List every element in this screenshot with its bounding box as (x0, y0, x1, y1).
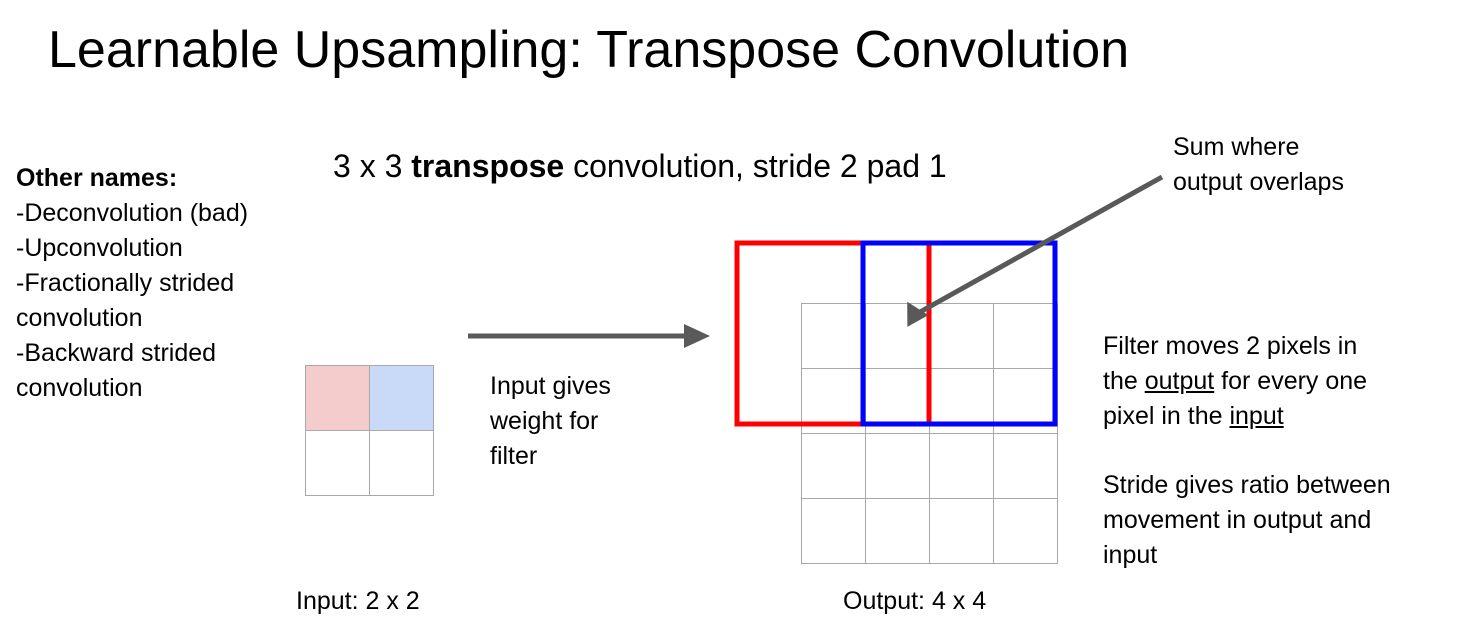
other-name-item: -Upconvolution (16, 234, 183, 262)
red-filter-box (734, 240, 932, 427)
note-line: movement in output and (1103, 506, 1372, 534)
stride-ratio-note: Stride gives ratio between movement in o… (1103, 468, 1391, 573)
other-name-item: convolution (16, 304, 143, 332)
input-grid-cell (305, 430, 370, 496)
filter-moves-note: Filter moves 2 pixels in the output for … (1103, 329, 1367, 434)
sum-overlap-note: Sum where output overlaps (1173, 130, 1344, 200)
subtitle-prefix: 3 x 3 (333, 148, 412, 184)
input-weight-note: Input gives weight for filter (490, 369, 611, 474)
note-line: filter (490, 442, 538, 470)
note-line: Stride gives ratio between (1103, 471, 1391, 499)
output-grid-cell (993, 498, 1058, 564)
input-grid-cell (369, 430, 434, 496)
note-line: Input gives (490, 372, 611, 400)
input-grid-cell (369, 365, 434, 431)
subtitle-bold: transpose (411, 148, 565, 184)
note-line: the output for every one (1103, 364, 1367, 399)
other-name-item: -Fractionally strided (16, 269, 235, 297)
underlined-output: output (1144, 367, 1215, 395)
other-name-item: convolution (16, 374, 143, 402)
input-caption: Input: 2 x 2 (296, 587, 420, 615)
other-name-item: -Deconvolution (bad) (16, 199, 249, 227)
overlap-arrow (907, 174, 1164, 327)
other-names-heading: Other names: (16, 164, 178, 192)
slide-title: Learnable Upsampling: Transpose Convolut… (48, 21, 1130, 79)
note-line: weight for (490, 407, 599, 435)
note-line: Sum where (1173, 133, 1300, 161)
note-text: the (1103, 367, 1145, 395)
input-to-output-arrow (468, 324, 710, 348)
other-name-item: -Backward strided (16, 339, 217, 367)
note-text: for every one (1214, 367, 1368, 395)
subtitle-suffix: convolution, stride 2 pad 1 (564, 148, 947, 184)
note-text: pixel in the (1103, 402, 1230, 430)
output-caption: Output: 4 x 4 (843, 587, 987, 615)
note-line: Filter moves 2 pixels in (1103, 332, 1358, 360)
note-line: pixel in the input (1103, 399, 1367, 434)
note-line: output overlaps (1173, 168, 1344, 196)
underlined-input: input (1229, 402, 1284, 430)
other-names-list: Other names: -Deconvolution (bad) -Upcon… (16, 161, 248, 406)
blue-filter-box (860, 240, 1058, 427)
note-line: input (1103, 541, 1158, 569)
diagram-subtitle: 3 x 3 transpose convolution, stride 2 pa… (333, 146, 947, 186)
